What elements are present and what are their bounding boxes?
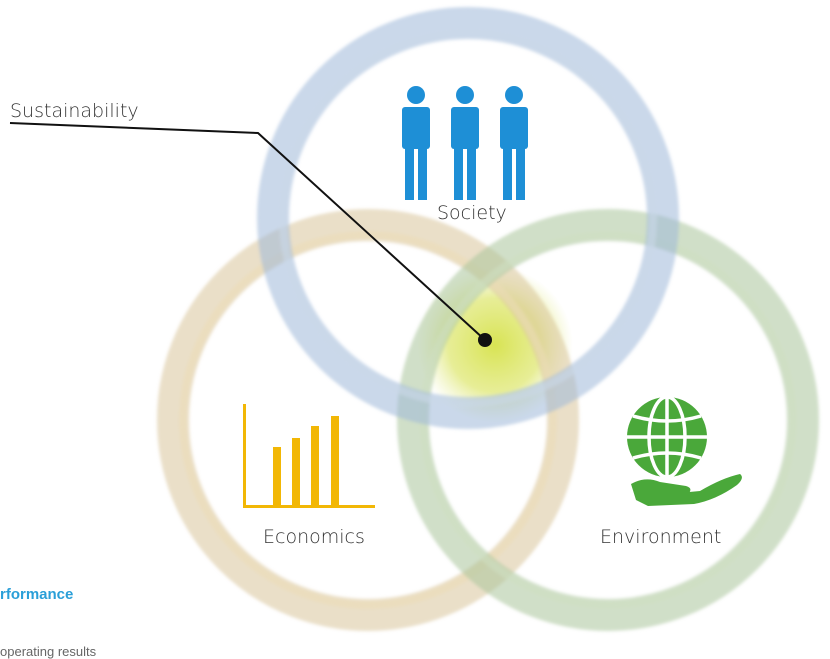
society-ring [257, 7, 679, 429]
environment-label: Environment [600, 526, 722, 548]
performance-heading-fragment: rformance [0, 586, 74, 603]
people-icon [402, 86, 528, 200]
sustainability-pointer-dot [478, 333, 492, 347]
operating-results-text-fragment: operating results [0, 644, 97, 659]
sustainability-pointer-line [9, 122, 486, 341]
globe-in-hand-icon [627, 395, 742, 506]
sustainability-label: Sustainability [10, 100, 139, 122]
bar-chart-icon [243, 404, 375, 508]
economics-label: Economics [263, 526, 365, 548]
society-label: Society [437, 202, 507, 224]
economics-ring [157, 209, 579, 631]
